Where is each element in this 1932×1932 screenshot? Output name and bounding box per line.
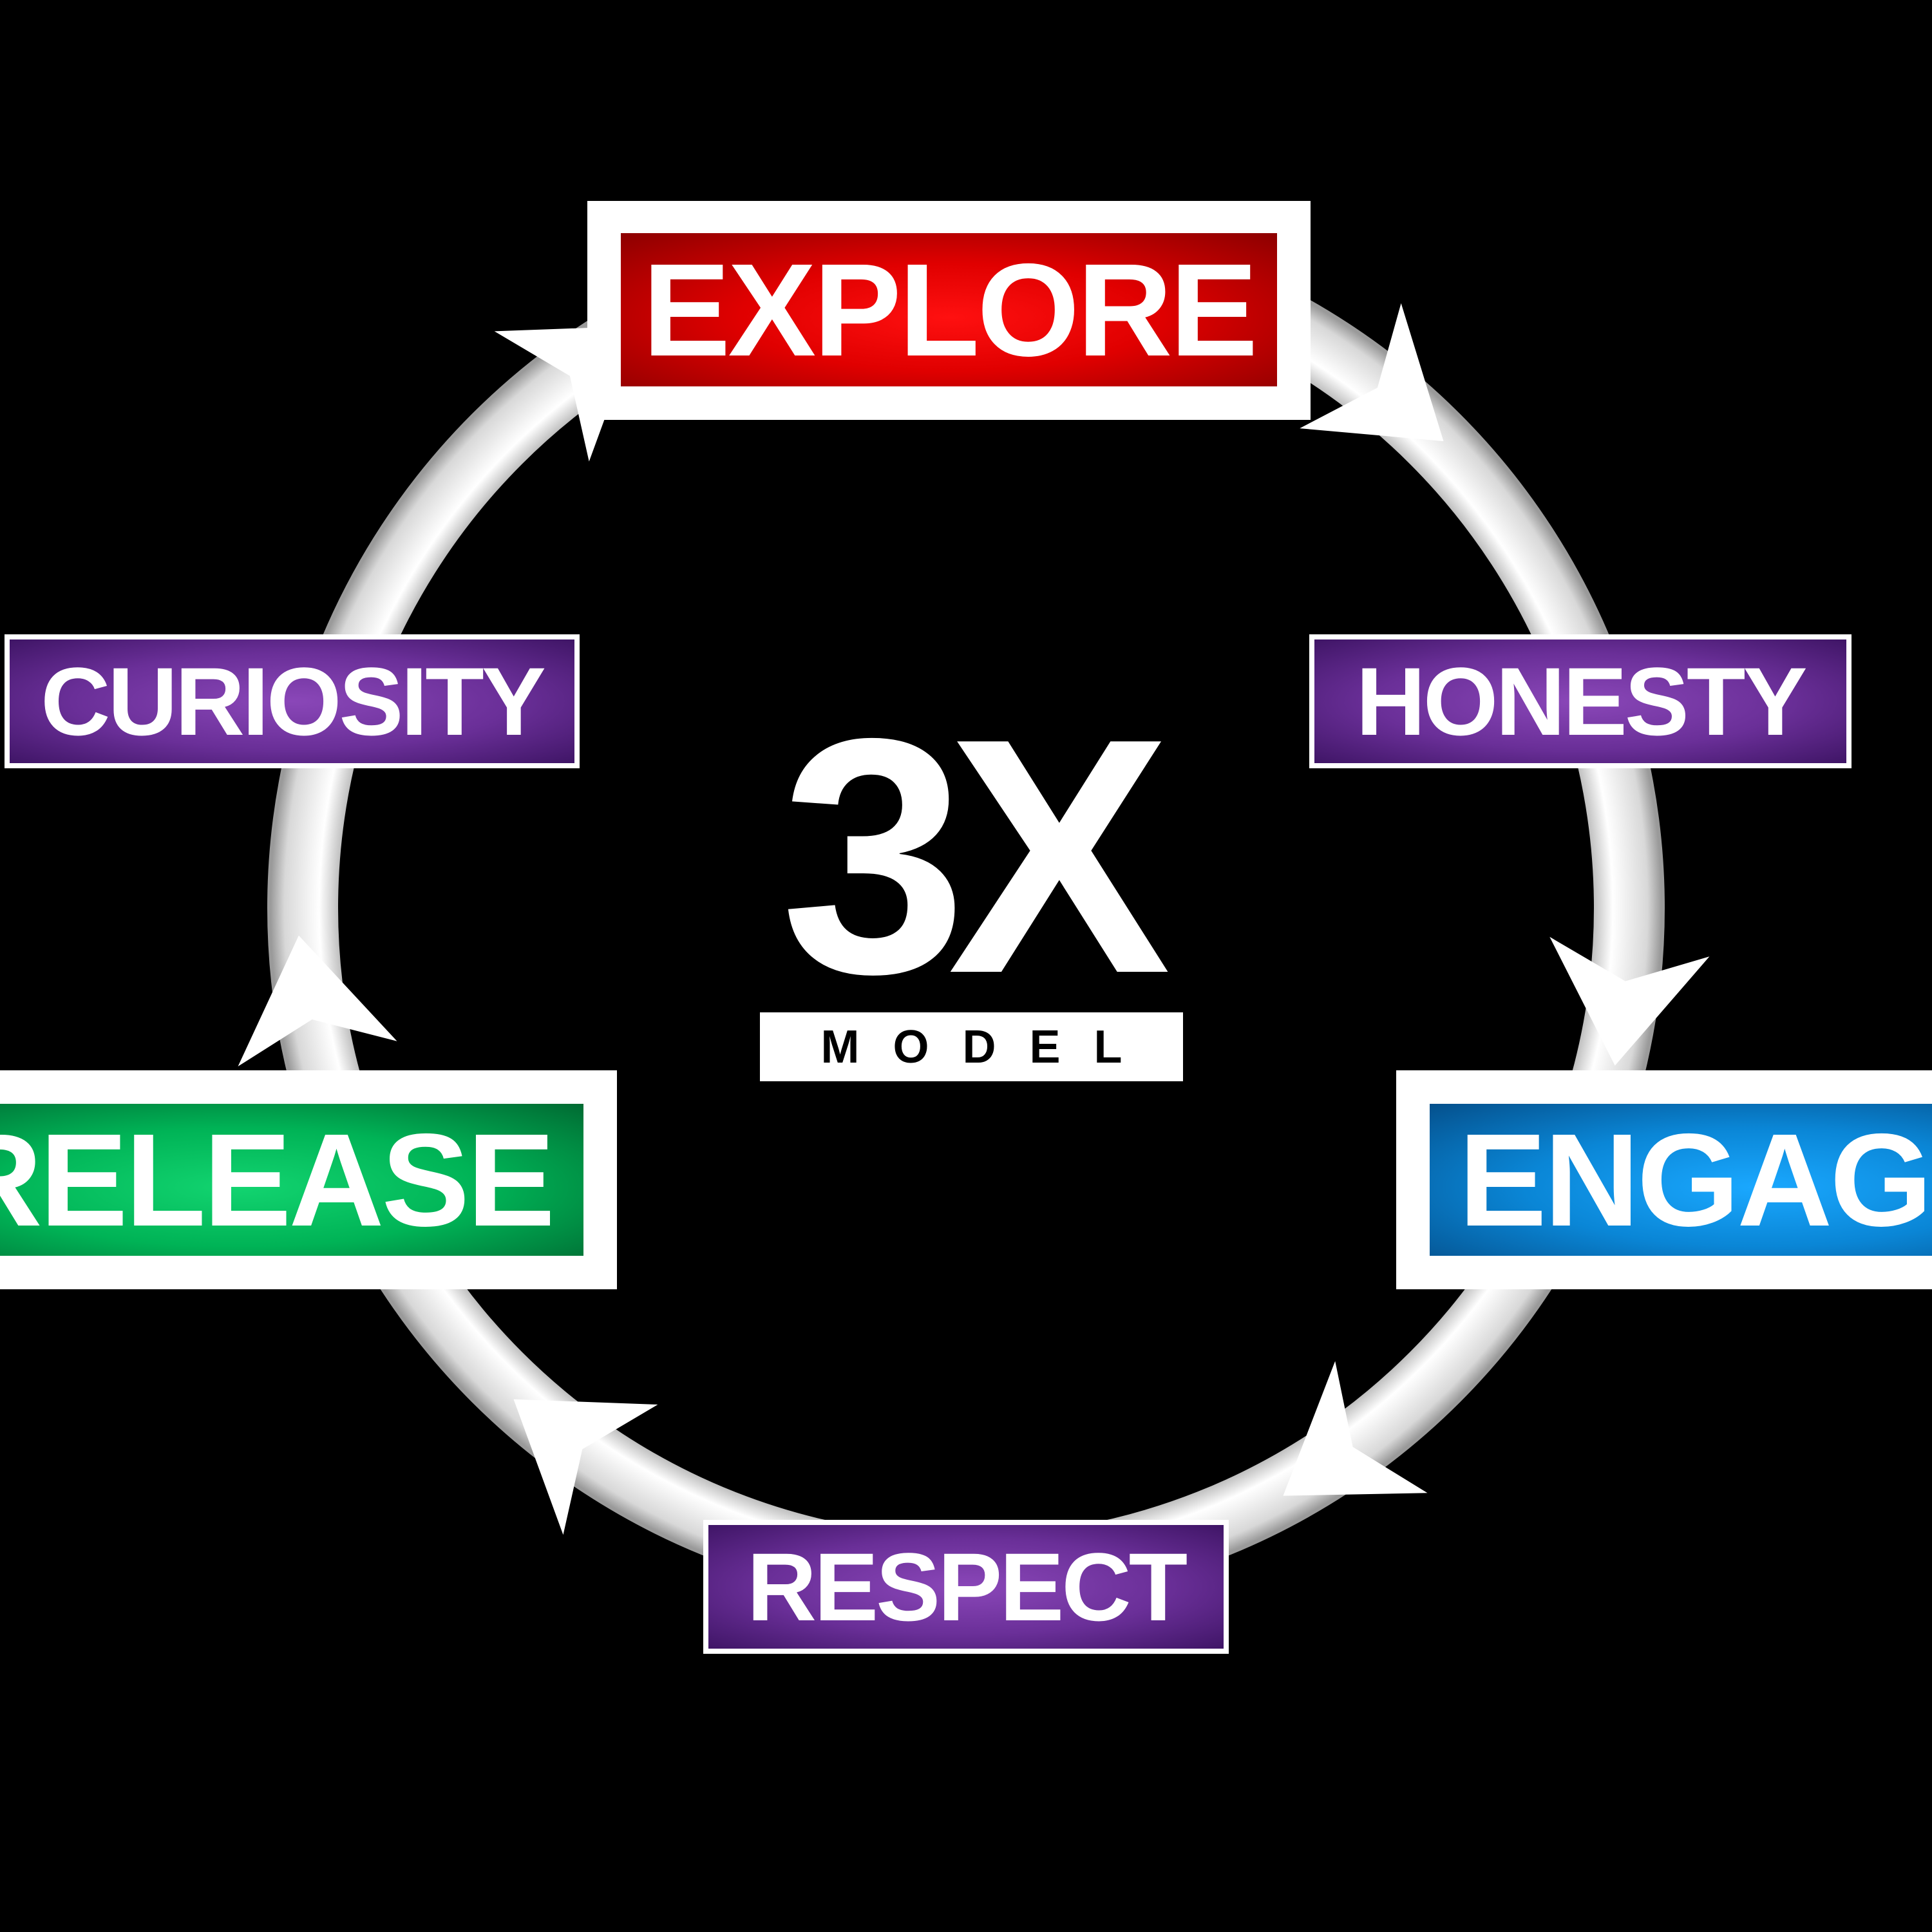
- arrowhead-5: [238, 935, 397, 1066]
- node-respect: RESPECT: [703, 1520, 1229, 1654]
- node-engage: ENGAGE: [1396, 1070, 1932, 1289]
- node-respect-fill: RESPECT: [708, 1525, 1224, 1649]
- node-engage-label: ENGAGE: [1459, 1106, 1932, 1254]
- node-release: RELEASE: [0, 1070, 617, 1289]
- node-engage-fill: ENGAGE: [1430, 1104, 1932, 1256]
- center-logo: 3X MODEL: [734, 669, 1198, 1095]
- node-honesty-fill: HONESTY: [1314, 639, 1846, 763]
- node-respect-label: RESPECT: [746, 1533, 1188, 1641]
- node-honesty-label: HONESTY: [1356, 647, 1807, 755]
- node-explore-label: EXPLORE: [642, 236, 1258, 384]
- node-release-label: RELEASE: [0, 1106, 555, 1254]
- arrowhead-4: [513, 1399, 658, 1535]
- arrowhead-2: [1549, 936, 1710, 1066]
- node-explore: EXPLORE: [587, 201, 1311, 420]
- node-curiosity: CURIOSITY: [5, 634, 580, 768]
- node-explore-fill: EXPLORE: [621, 233, 1277, 386]
- node-release-fill: RELEASE: [0, 1104, 583, 1256]
- node-curiosity-label: CURIOSITY: [41, 647, 546, 755]
- logo-sub-badge: MODEL: [760, 1012, 1183, 1081]
- node-honesty: HONESTY: [1309, 634, 1852, 768]
- arrowhead-1: [1300, 303, 1444, 442]
- logo-main-text: 3X: [780, 669, 1171, 1043]
- arrowhead-3: [1283, 1361, 1428, 1496]
- node-curiosity-fill: CURIOSITY: [10, 639, 574, 763]
- logo-sub-text: MODEL: [820, 1021, 1156, 1073]
